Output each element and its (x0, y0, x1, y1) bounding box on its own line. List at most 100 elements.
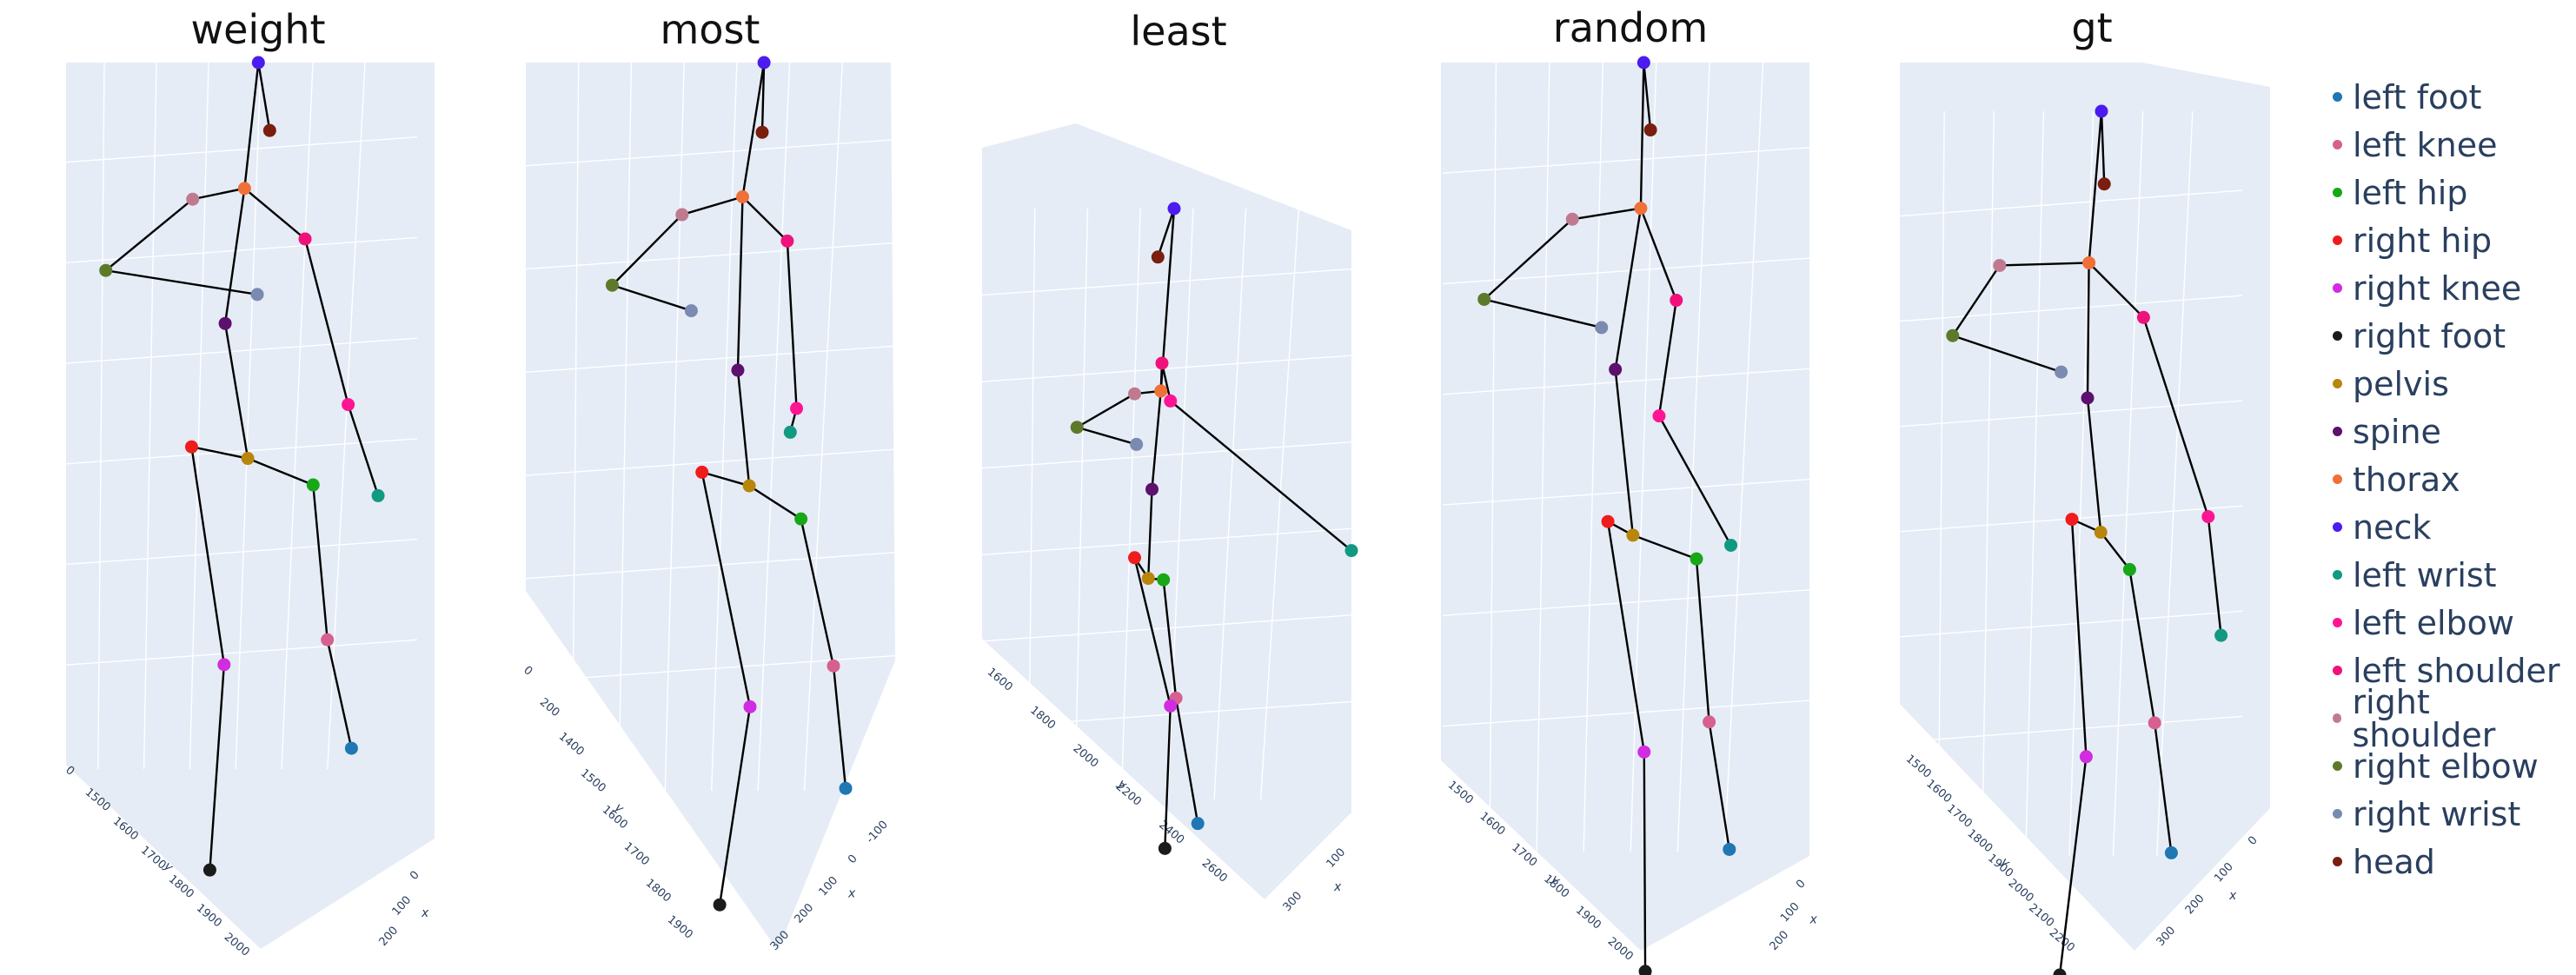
bone-line (1164, 706, 1172, 849)
y-tick-label: 1900 (665, 913, 695, 942)
bone-line (223, 322, 249, 459)
bone-line (1614, 369, 1635, 536)
legend-marker (2333, 235, 2342, 245)
legend-item[interactable]: left shoulder (2329, 647, 2573, 694)
grid-line (189, 62, 209, 770)
panel-title: weight (190, 6, 325, 53)
legend-item[interactable]: left hip (2329, 169, 2573, 216)
joint-left-wrist (371, 488, 385, 502)
joint-left-foot (1723, 842, 1736, 856)
joint-right-hip (2065, 513, 2079, 527)
grid (1442, 62, 1817, 852)
joint-right-knee (217, 658, 231, 672)
bone-line (312, 484, 329, 640)
bone-line (2070, 519, 2088, 757)
x-axis-label: x (421, 906, 429, 920)
legend-item[interactable]: pelvis (2329, 360, 2573, 408)
bone-line (2088, 262, 2145, 319)
grid-line (281, 62, 314, 770)
y-tick-label: 1600 (985, 666, 1015, 694)
grid-line (1120, 208, 1141, 800)
joint-left-foot (1191, 817, 1205, 831)
joint-neck (251, 56, 265, 70)
bone-line (681, 196, 743, 216)
joint-pelvis (2094, 526, 2108, 540)
panel-gt: gt15001600170018001900200021002200y01002… (1894, 4, 2270, 975)
legend-item[interactable]: spine (2329, 408, 2573, 455)
joint-right-foot (1158, 841, 1172, 855)
bone-line (1639, 62, 1645, 209)
grid-line (51, 438, 418, 466)
joint-right-wrist (1130, 437, 1144, 451)
joint-left-shoulder (1155, 356, 1169, 370)
bone-line (243, 187, 306, 240)
y-tick-label: 1700 (621, 840, 652, 869)
joint-left-wrist (2214, 628, 2228, 642)
y-tick-label: 1800 (1027, 704, 1058, 733)
y-tick-label: 1700 (1944, 802, 1975, 831)
legend-label: thorax (2353, 460, 2460, 499)
joint-spine (218, 316, 232, 330)
legend-label: right knee (2353, 269, 2522, 308)
joint-left-shoulder (298, 232, 312, 246)
joint-left-elbow (1652, 409, 1666, 423)
joint-right-hip (1128, 551, 1142, 565)
x-axis-label: x (847, 887, 856, 901)
legend-item[interactable]: head (2329, 838, 2573, 885)
grid-line (981, 441, 1352, 469)
grid-line (981, 700, 1352, 729)
legend-label: left elbow (2353, 603, 2515, 642)
bone-line (105, 269, 258, 296)
legend-item[interactable]: left elbow (2329, 599, 2573, 647)
x-axis-label: x (1809, 913, 1818, 927)
legend-item[interactable]: left foot (2329, 73, 2573, 121)
joint-left-elbow (342, 398, 355, 412)
bone-line (1147, 489, 1153, 579)
grid-line (525, 242, 896, 270)
legend-item[interactable]: right wrist (2329, 790, 2573, 838)
joint-pelvis (241, 452, 255, 466)
grid-line (2156, 110, 2194, 857)
legend-item[interactable]: left knee (2329, 121, 2573, 169)
bone-line (612, 284, 692, 312)
legend-item[interactable]: right shoulder (2329, 686, 2573, 752)
joint-left-foot (2164, 846, 2178, 859)
legend-label: left shoulder (2353, 651, 2560, 690)
bone-line (104, 198, 194, 272)
joint-right-shoulder (1565, 212, 1579, 226)
grid-line (1027, 208, 1036, 800)
legend-item[interactable]: right elbow (2329, 742, 2573, 790)
y-tick-label: 1800 (643, 877, 674, 905)
bone-line (2086, 397, 2102, 533)
x-tick-label: 300 (1281, 889, 1305, 913)
bone-line (1614, 208, 1643, 370)
legend-item[interactable]: neck (2329, 503, 2573, 551)
bone-line (191, 446, 249, 460)
skeleton (99, 56, 385, 877)
joint-neck (2095, 104, 2108, 118)
joint-left-shoulder (1670, 294, 1683, 308)
grid-line (711, 62, 738, 792)
joint-right-wrist (1595, 321, 1609, 335)
joint-thorax (1634, 202, 1648, 216)
legend-marker (2333, 140, 2342, 149)
legend-item[interactable]: left wrist (2329, 551, 2573, 599)
joint-right-foot (713, 898, 727, 912)
legend-item[interactable]: right knee (2329, 264, 2573, 312)
legend-item[interactable]: thorax (2329, 455, 2573, 503)
joint-right-elbow (605, 278, 619, 292)
legend-label: left knee (2353, 125, 2498, 164)
grid-line (1894, 715, 2243, 744)
legend-label: head (2353, 842, 2435, 881)
grid-line (1894, 189, 2243, 217)
legend-item[interactable]: right hip (2329, 216, 2573, 264)
x-tick-label: 200 (377, 924, 402, 948)
legend-item[interactable]: right foot (2329, 312, 2573, 360)
panel-most: most0200140015001600170018001900y-100010… (521, 6, 896, 953)
joint-right-hip (1601, 514, 1615, 528)
joint-head (755, 125, 769, 139)
bone-line (611, 214, 683, 287)
joint-left-knee (1703, 715, 1716, 729)
bone-line (2086, 262, 2090, 399)
